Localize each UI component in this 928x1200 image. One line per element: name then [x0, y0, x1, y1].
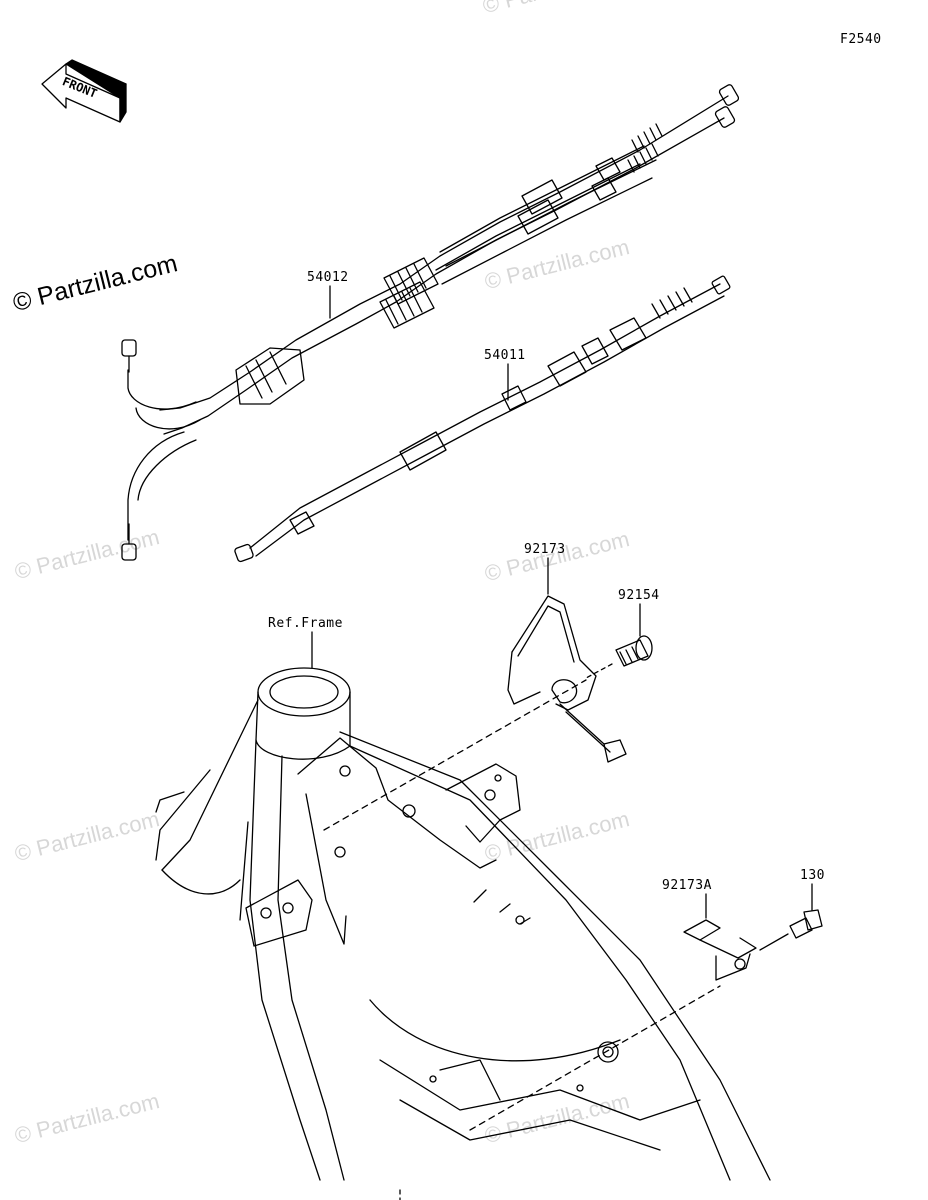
bolt-130 [759, 909, 823, 951]
callout-leaders [311, 285, 813, 919]
callout-92154: 92154 [618, 588, 660, 603]
callout-54012: 54012 [307, 270, 349, 285]
figure-code: F2540 [840, 32, 882, 47]
callout-130: 130 [800, 868, 825, 883]
callout-54011: 54011 [484, 348, 526, 363]
throttle-cable-54012 [121, 84, 740, 561]
front-arrow-icon: FRONT [41, 59, 127, 123]
clamp-92173 [507, 595, 627, 763]
bolt-92154 [585, 635, 653, 679]
frame-ref [155, 667, 771, 1200]
bracket-92173a [683, 919, 757, 981]
callout-ref-frame: Ref.Frame [268, 616, 343, 631]
clutch-cable-54011 [234, 275, 731, 563]
callout-92173: 92173 [524, 542, 566, 557]
callout-92173a: 92173A [662, 878, 712, 893]
